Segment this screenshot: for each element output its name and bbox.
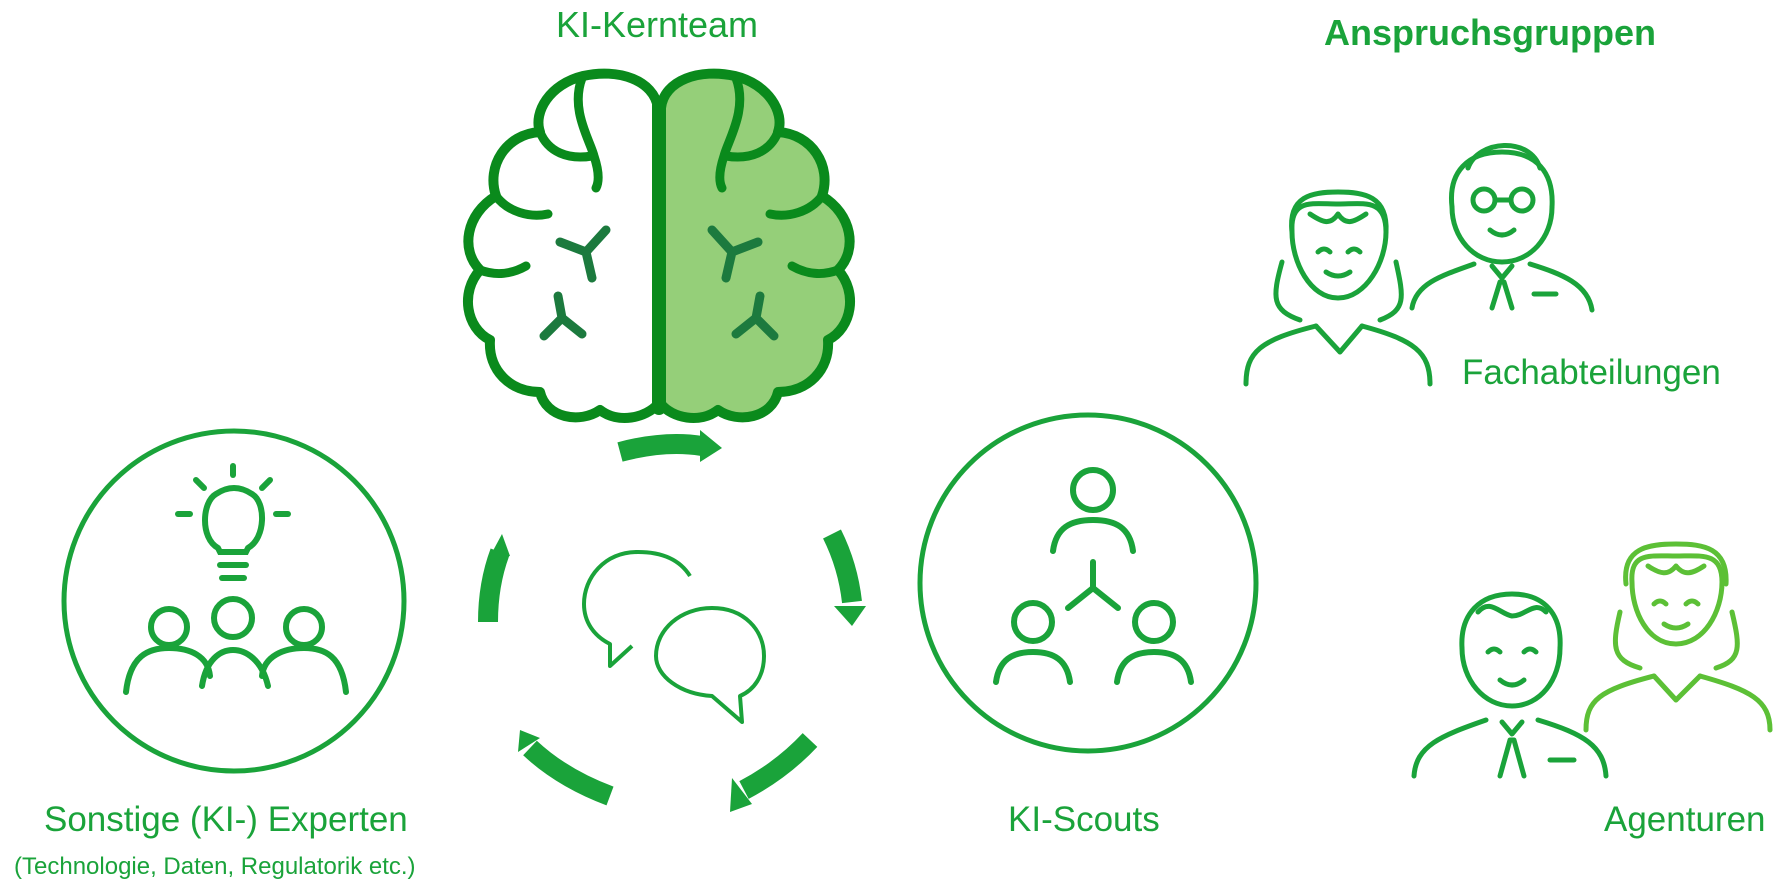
- core-team-title: KI-Kernteam: [555, 4, 759, 45]
- departments-label: Fachabteilungen: [1462, 353, 1721, 392]
- scouts-network-icon: [917, 412, 1259, 754]
- arrow-bottom-left: [523, 740, 614, 806]
- scouts-label: KI-Scouts: [1008, 800, 1160, 839]
- experts-sublabel: (Technologie, Daten, Regulatorik etc.): [14, 853, 416, 880]
- arrow-right: [823, 529, 862, 604]
- man-agency-icon: [1411, 591, 1609, 779]
- woman-icon: [1243, 189, 1433, 387]
- cycle-arrowheads: [488, 430, 866, 812]
- chat-bubbles-icon: [582, 550, 766, 724]
- arrow-top: [617, 434, 704, 462]
- arrow-bottom-right: [739, 733, 818, 799]
- agencies-people-icon: [1411, 541, 1773, 779]
- departments-people-icon: [1243, 143, 1595, 387]
- stakeholders-title: Anspruchsgruppen: [1323, 12, 1656, 53]
- woman-agency-icon: [1583, 541, 1773, 733]
- man-with-glasses-icon: [1409, 143, 1595, 313]
- cycle-arrows-icon: [478, 434, 862, 806]
- experts-label: Sonstige (KI-) Experten: [44, 800, 408, 839]
- arrow-left: [478, 548, 510, 623]
- brain-icon: [462, 68, 856, 423]
- lightbulb-team-icon: [61, 428, 407, 774]
- agencies-label: Agenturen: [1604, 800, 1766, 839]
